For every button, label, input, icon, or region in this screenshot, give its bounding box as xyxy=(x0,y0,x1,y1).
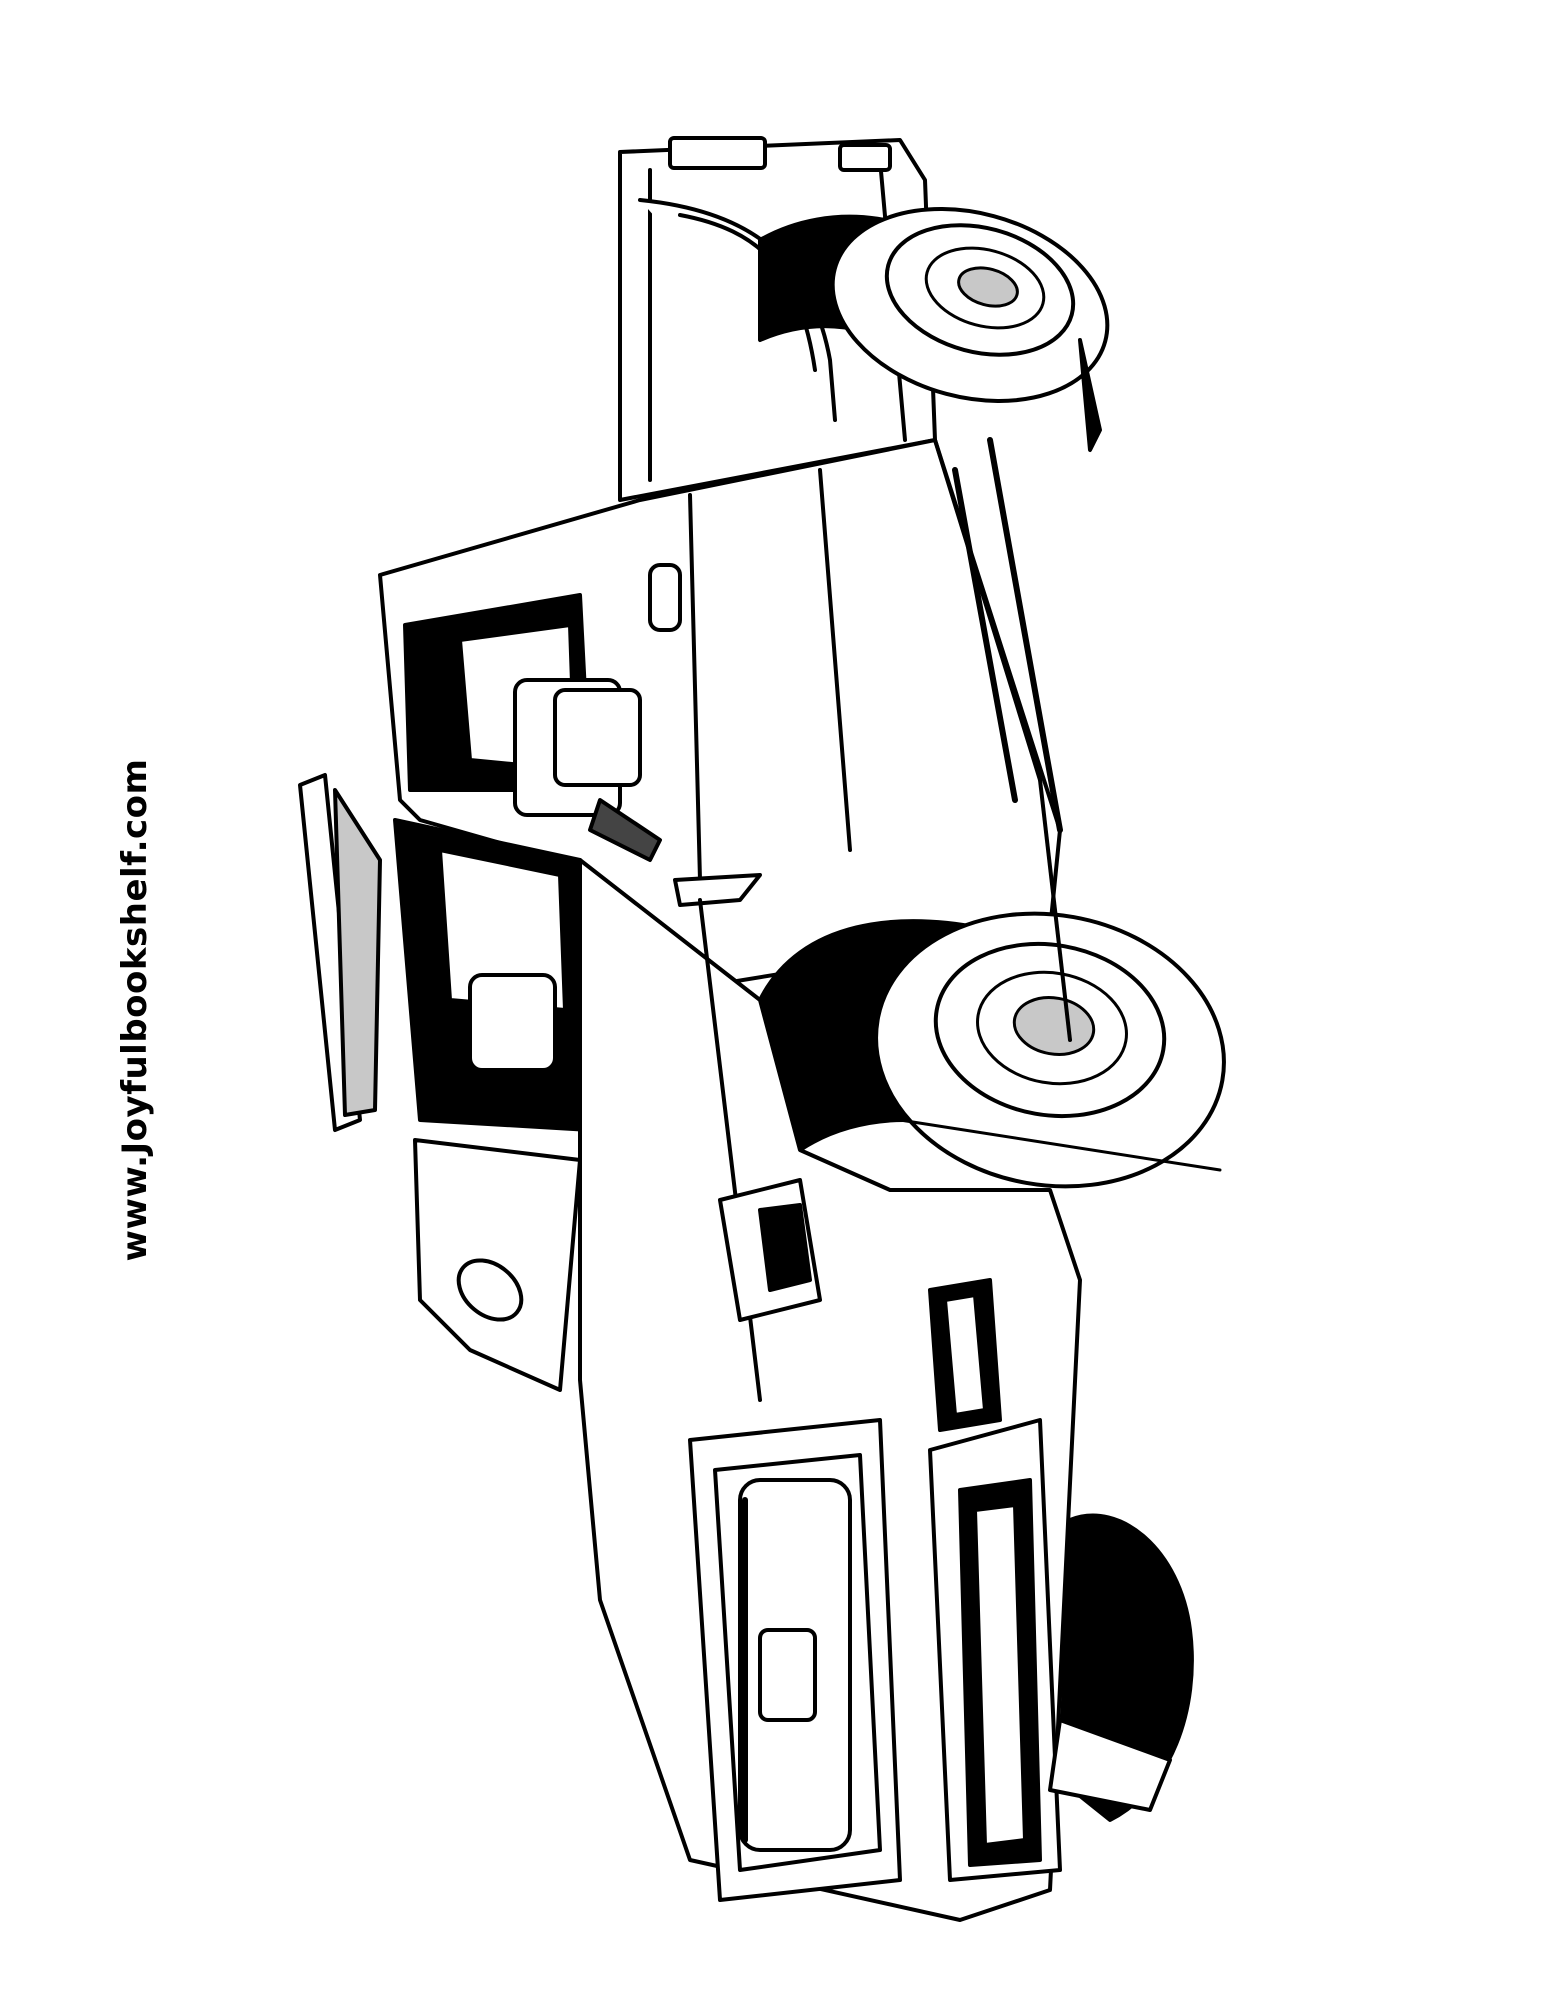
cab-badge xyxy=(673,873,762,907)
side-mirror xyxy=(513,678,662,862)
roof-light-bar xyxy=(298,773,382,1132)
door-handle xyxy=(648,563,682,632)
truck-cab xyxy=(378,438,1062,1002)
front-grille xyxy=(688,1418,902,1902)
headlight xyxy=(928,1418,1062,1882)
front-wheel xyxy=(874,911,1226,1189)
front-right-wheel xyxy=(1048,1513,1194,1822)
rear-wheel xyxy=(830,207,1110,452)
windshield xyxy=(393,818,592,1392)
